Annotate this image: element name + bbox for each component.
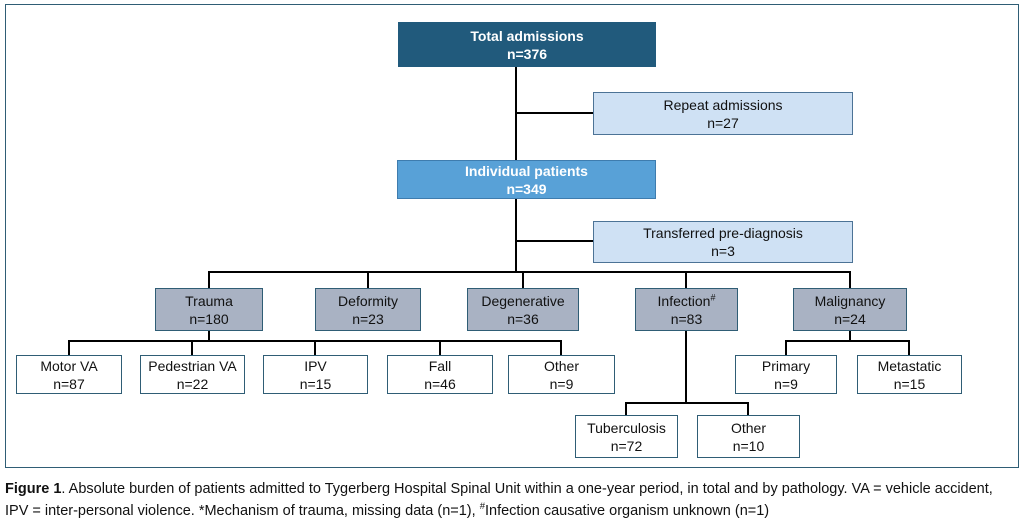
node-count: n=72	[610, 437, 643, 454]
node-label: Pedestrian VA	[148, 357, 237, 374]
caption-line-1-text: . Absolute burden of patients admitted t…	[61, 481, 993, 497]
node-label: Malignancy	[814, 292, 886, 309]
node-label: Deformity	[338, 292, 398, 309]
caption-footnote-marker: #	[479, 501, 485, 513]
node-count: n=180	[189, 310, 229, 327]
node-count: n=36	[507, 310, 539, 327]
connector-stub-other-trauma	[560, 340, 562, 355]
node-pedestrian-va: Pedestrian VA n=22	[140, 355, 245, 394]
node-deformity: Deformity n=23	[315, 288, 421, 331]
node-repeat-admissions: Repeat admissions n=27	[593, 92, 853, 135]
connector-to-transferred	[516, 240, 593, 242]
node-count: n=9	[549, 375, 574, 392]
connector-stub-trauma	[208, 271, 210, 288]
connector-malignancy-split-bar	[786, 340, 910, 342]
connector-stub-infection	[685, 271, 687, 288]
caption-line-2: IPV = inter-personal violence. *Mechanis…	[5, 500, 1025, 522]
node-label: IPV	[304, 357, 327, 374]
node-metastatic: Metastatic n=15	[857, 355, 962, 394]
node-trauma: Trauma n=180	[155, 288, 263, 331]
caption-line-2-pre: IPV = inter-personal violence. *Mechanis…	[5, 503, 480, 519]
node-ipv: IPV n=15	[263, 355, 368, 394]
figure-number-label: Figure 1	[5, 481, 62, 497]
node-total-admissions: Total admissions n=376	[398, 22, 656, 67]
node-count: n=83	[670, 310, 703, 327]
connector-stub-degenerative	[522, 271, 524, 288]
node-primary: Primary n=9	[735, 355, 837, 394]
figure-frame	[5, 4, 1019, 468]
connector-stub-fall	[439, 340, 441, 355]
connector-stub-other-infection	[747, 402, 749, 415]
node-label: Motor VA	[40, 357, 98, 374]
connector-to-repeat-admissions	[516, 112, 593, 114]
connector-infection-to-split	[685, 331, 687, 403]
node-label: Other	[543, 357, 579, 374]
node-degenerative: Degenerative n=36	[467, 288, 579, 331]
node-label: Infection#	[658, 292, 716, 310]
node-count: n=87	[53, 375, 85, 392]
caption-line-2-post: Infection causative organism unknown (n=…	[485, 503, 770, 519]
node-label: Individual patients	[465, 162, 588, 179]
connector-stub-primary	[785, 340, 787, 355]
node-motor-va: Motor VA n=87	[16, 355, 122, 394]
node-transferred-pre-diagnosis: Transferred pre-diagnosis n=3	[593, 221, 853, 263]
node-label: Total admissions	[470, 27, 584, 44]
node-count: n=10	[732, 437, 765, 454]
node-count: n=349	[506, 180, 547, 197]
node-other-infection: Other n=10	[697, 415, 800, 458]
node-tuberculosis: Tuberculosis n=72	[575, 415, 678, 458]
node-label: Tuberculosis	[587, 419, 666, 436]
node-count: n=3	[711, 243, 735, 259]
node-individual-patients: Individual patients n=349	[397, 160, 656, 199]
node-label: Primary	[761, 357, 811, 374]
connector-stub-malignancy	[849, 271, 851, 288]
node-other-trauma: Other n=9	[508, 355, 615, 394]
node-label: Fall	[428, 357, 452, 374]
figure-caption: Figure 1. Absolute burden of patients ad…	[5, 478, 1025, 522]
node-label-text: Infection	[657, 292, 711, 309]
connector-individual-to-split	[515, 199, 517, 273]
node-count: n=9	[774, 375, 798, 392]
node-fall: Fall n=46	[387, 355, 493, 394]
connector-stub-pedestrian-va	[191, 340, 193, 355]
node-count: n=46	[424, 375, 456, 392]
node-label: Other	[730, 419, 766, 436]
node-label: Trauma	[185, 292, 233, 309]
node-count: n=24	[834, 310, 866, 327]
node-label: Degenerative	[481, 292, 565, 309]
node-count: n=376	[506, 45, 548, 62]
connector-malignancy-to-split	[849, 331, 851, 342]
connector-category-split-bar	[209, 271, 851, 273]
node-count: n=23	[352, 310, 384, 327]
connector-stub-ipv	[314, 340, 316, 355]
node-count: n=27	[707, 114, 739, 131]
node-malignancy: Malignancy n=24	[793, 288, 907, 331]
connector-total-to-individual	[515, 67, 517, 161]
infection-footnote-marker: #	[710, 291, 716, 302]
connector-stub-deformity	[367, 271, 369, 288]
node-label: Metastatic	[877, 357, 942, 374]
connector-infection-split-bar	[626, 402, 749, 404]
node-label: Repeat admissions	[663, 96, 783, 113]
connector-trauma-to-split	[208, 331, 210, 342]
connector-stub-metastatic	[908, 340, 910, 355]
connector-stub-motor-va	[68, 340, 70, 355]
connector-stub-tuberculosis	[625, 402, 627, 415]
node-infection: Infection# n=83	[635, 288, 738, 331]
node-count: n=15	[893, 375, 926, 392]
node-label: Transferred pre-diagnosis	[643, 225, 803, 241]
caption-line-1: Figure 1. Absolute burden of patients ad…	[5, 478, 1025, 500]
node-count: n=15	[299, 375, 332, 392]
node-count: n=22	[176, 375, 209, 392]
